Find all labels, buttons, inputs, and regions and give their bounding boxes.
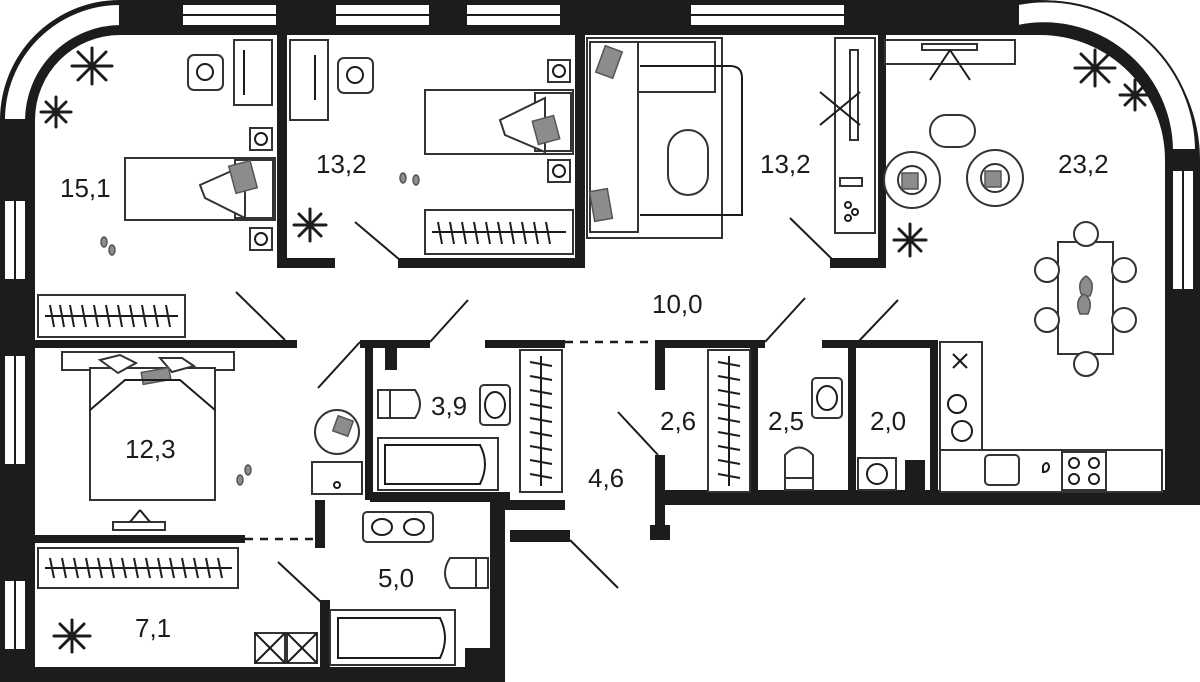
- wardrobe-dressing: [37, 547, 239, 589]
- tv-console-right: [884, 39, 1016, 81]
- rug-and-table: [640, 65, 743, 216]
- room-area-bedroom-left: 12,3: [125, 434, 176, 464]
- wardrobe-top-mid: [424, 209, 574, 255]
- armchairs: [883, 149, 1024, 209]
- desk-top-mid: [289, 39, 374, 121]
- room-area-bathroom-small: 3,9: [431, 391, 467, 421]
- windows: [2, 0, 1198, 651]
- plant-icon: [39, 46, 1152, 654]
- room-area-living-top: 13,2: [760, 149, 811, 179]
- room-area-dressing-room: 7,1: [135, 613, 171, 643]
- room-area-laundry: 2,0: [870, 406, 906, 436]
- internal-walls: [35, 35, 938, 670]
- room-area-corridor: 4,6: [588, 463, 624, 493]
- tv-left: [112, 509, 166, 531]
- bathroom-small-fixtures: [377, 384, 511, 491]
- closet-corridor: [519, 349, 563, 493]
- room-area-hallway: 10,0: [652, 289, 703, 319]
- closet-2-6: [707, 349, 751, 493]
- desk-top-left: [187, 39, 273, 106]
- coffee-table-oval: [929, 114, 976, 148]
- tv-stand: [819, 37, 876, 234]
- boxes-dressing: [254, 632, 318, 664]
- vanity-left: [311, 409, 363, 495]
- room-area-bathroom-large: 5,0: [378, 563, 414, 593]
- room-area-toilet: 2,5: [768, 406, 804, 436]
- laundry-fixtures: [857, 457, 897, 491]
- wardrobe-top-left: [37, 294, 186, 338]
- bed-top-left: [124, 127, 276, 251]
- kitchen-unit: [939, 341, 1163, 493]
- dining-table: [1034, 221, 1137, 377]
- room-area-bedroom-top-mid: 13,2: [316, 149, 367, 179]
- slippers-icon: [100, 172, 420, 486]
- room-area-bedroom-top-left: 15,1: [60, 173, 111, 203]
- bed-left: [61, 351, 235, 501]
- door-swings: [235, 217, 899, 604]
- bathroom-large-fixtures: [329, 511, 489, 666]
- toilet-fixtures: [784, 377, 843, 491]
- room-area-kitchen-living: 23,2: [1058, 149, 1109, 179]
- room-area-closet-1: 2,6: [660, 406, 696, 436]
- bed-top-mid: [424, 59, 574, 183]
